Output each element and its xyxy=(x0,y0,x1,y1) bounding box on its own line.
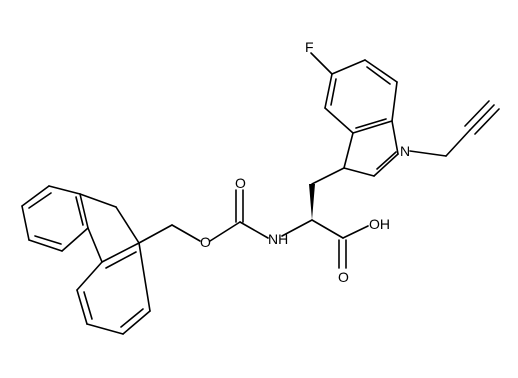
fluorenyl-group xyxy=(21,185,151,335)
atom-label-fluorine: F xyxy=(305,39,314,55)
amino-acid-backbone xyxy=(281,167,369,269)
propargyl-group xyxy=(409,100,500,157)
atom-label-indole-nitrogen: N xyxy=(400,143,410,159)
atom-label-carbonyl-oxygen: O xyxy=(235,175,246,191)
indole-ring xyxy=(310,52,399,177)
atom-label-hydroxyl: OH xyxy=(369,216,390,232)
atom-label-ester-oxygen: O xyxy=(200,234,211,250)
atom-labels: F N O O NH OH O xyxy=(200,39,410,285)
carbamate-linker xyxy=(138,189,269,244)
stereo-wedge-bond xyxy=(309,184,315,220)
atom-label-acid-carbonyl-oxygen: O xyxy=(338,269,349,285)
atom-label-amide-nh: NH xyxy=(268,231,288,247)
